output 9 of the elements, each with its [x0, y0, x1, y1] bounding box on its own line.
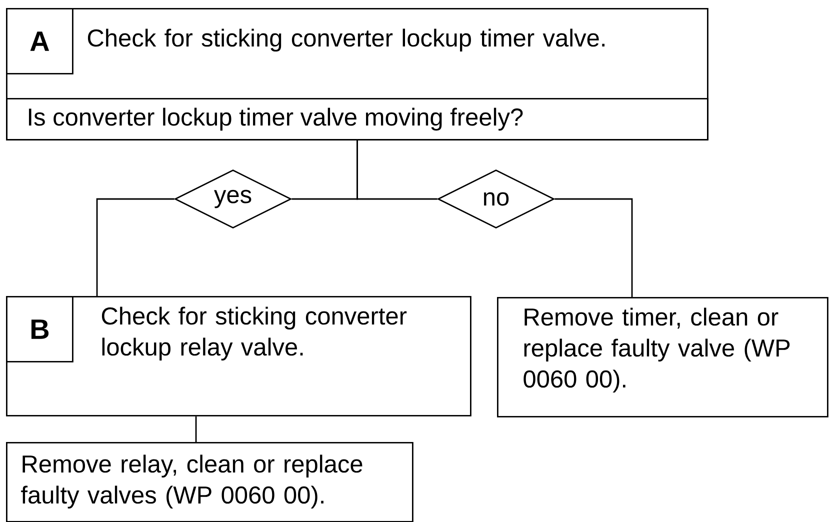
action-box: Remove relay, clean or replace faulty valves (WP 0060 00). — [6, 442, 414, 522]
connector-line — [554, 198, 633, 297]
connector-line — [195, 416, 197, 442]
connector-line — [96, 198, 174, 296]
step-letter-box: A — [6, 8, 74, 74]
action-box: Remove timer, clean or replace faulty valve (WP 0060 00). — [497, 297, 828, 418]
connector-line — [356, 140, 438, 200]
step-letter-box: B — [6, 296, 74, 362]
question-band: Is converter lockup timer valve moving freely? — [6, 98, 708, 140]
